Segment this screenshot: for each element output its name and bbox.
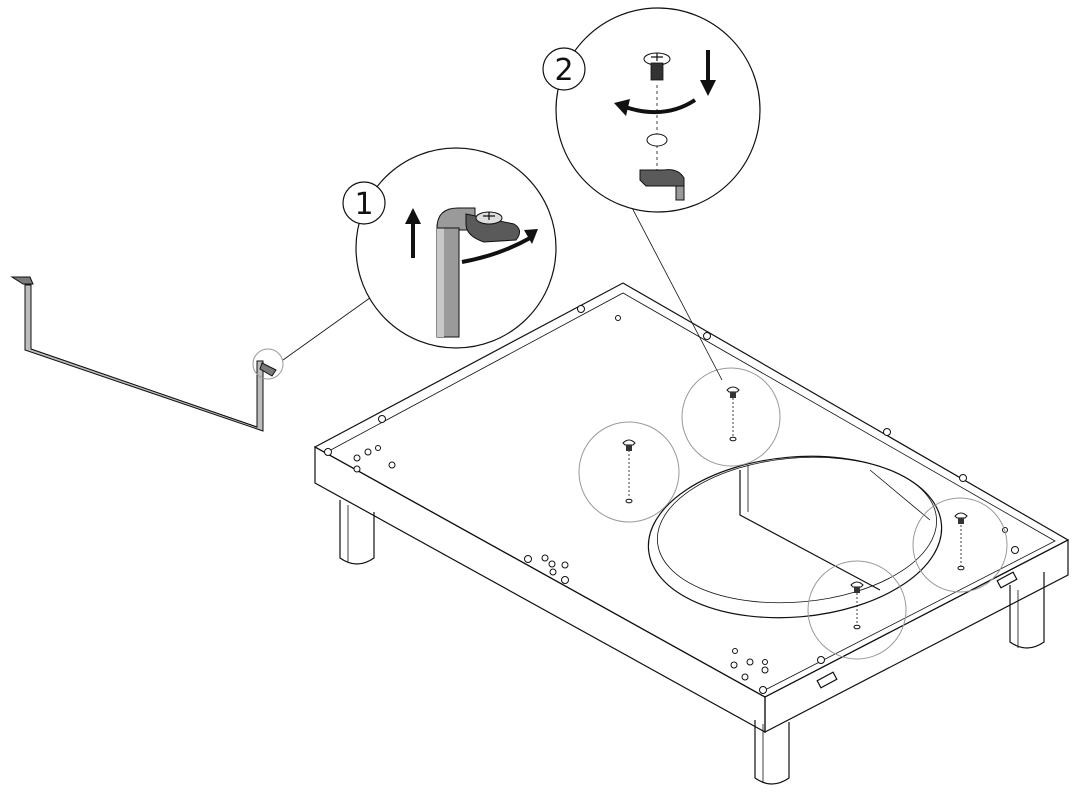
rotate-counterclockwise-icon bbox=[614, 98, 697, 116]
screw-detail-1 bbox=[681, 367, 781, 467]
leg-front bbox=[754, 720, 790, 785]
step-1-number: 1 bbox=[354, 187, 373, 222]
rod-callout-circle bbox=[252, 348, 284, 380]
callout-step-2: 2 bbox=[542, 7, 761, 213]
step-2-badge: 2 bbox=[542, 47, 586, 91]
leg-front-right bbox=[1009, 572, 1045, 649]
arrow-up-icon bbox=[405, 208, 421, 258]
screw-detail-3 bbox=[912, 497, 1008, 593]
leader-line-1 bbox=[282, 294, 375, 361]
leg-back-left bbox=[339, 500, 375, 565]
base-platform bbox=[313, 282, 1070, 785]
step-2-number: 2 bbox=[554, 53, 573, 88]
mounting-holes bbox=[324, 305, 1019, 694]
screw-detail-2 bbox=[578, 421, 680, 523]
callout-step-1: 1 bbox=[342, 147, 557, 349]
bracket-rod bbox=[10, 276, 277, 432]
screw-detail-4 bbox=[807, 560, 907, 660]
rotate-clockwise-icon bbox=[461, 229, 538, 264]
leader-line-2 bbox=[628, 201, 723, 381]
arrow-down-icon bbox=[700, 50, 716, 96]
step-1-badge: 1 bbox=[342, 181, 386, 225]
